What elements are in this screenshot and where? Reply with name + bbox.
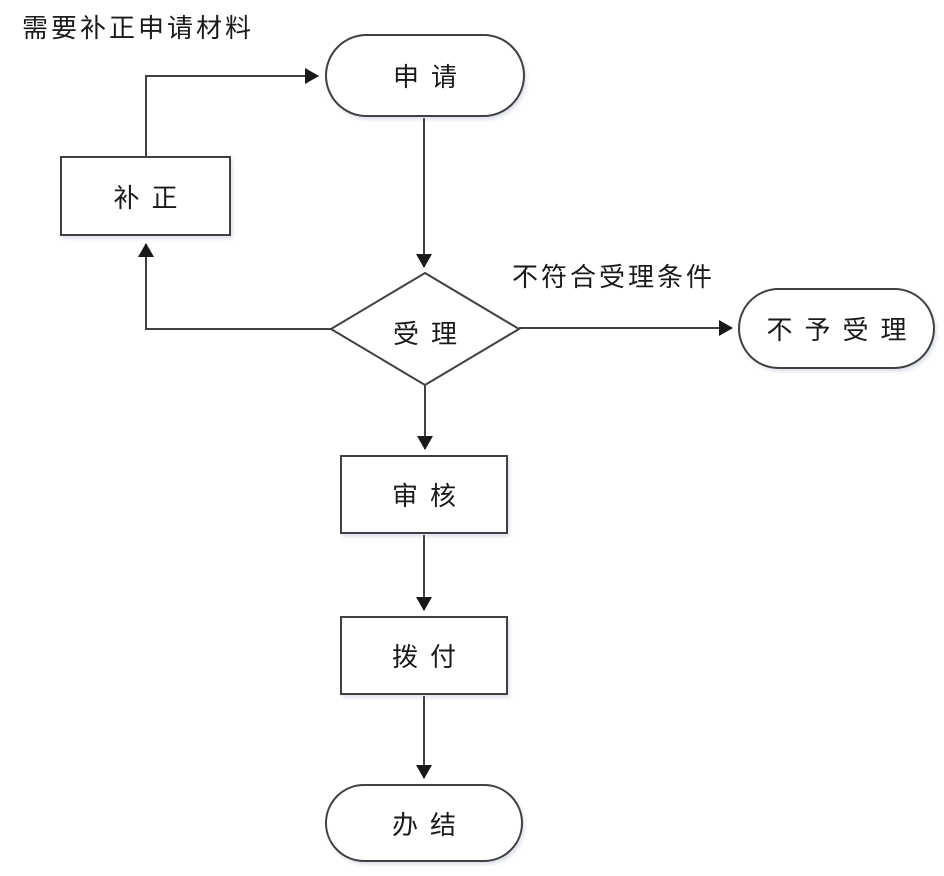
node-supplement: 补正 [60, 156, 231, 236]
node-disburse-label: 拨付 [391, 642, 468, 672]
note-not-meet-acceptance-conditions: 不符合受理条件 [512, 262, 716, 292]
node-reject: 不予受理 [738, 288, 935, 369]
node-reject-label: 不予受理 [766, 315, 919, 345]
note-need-supplement-materials: 需要补正申请材料 [22, 13, 255, 43]
node-review-label: 审核 [391, 481, 468, 511]
node-complete-label: 办结 [391, 809, 468, 840]
node-review: 审核 [340, 455, 508, 534]
arrow-supplement-to-apply [145, 68, 319, 157]
node-apply: 申请 [325, 34, 525, 117]
arrow-accept-to-supplement [138, 243, 331, 330]
node-apply-label: 申请 [392, 62, 469, 92]
node-disburse: 拨付 [340, 616, 508, 695]
node-complete: 办结 [325, 784, 523, 862]
node-supplement-label: 补正 [113, 182, 190, 213]
node-accept-label: 受理 [392, 319, 469, 349]
